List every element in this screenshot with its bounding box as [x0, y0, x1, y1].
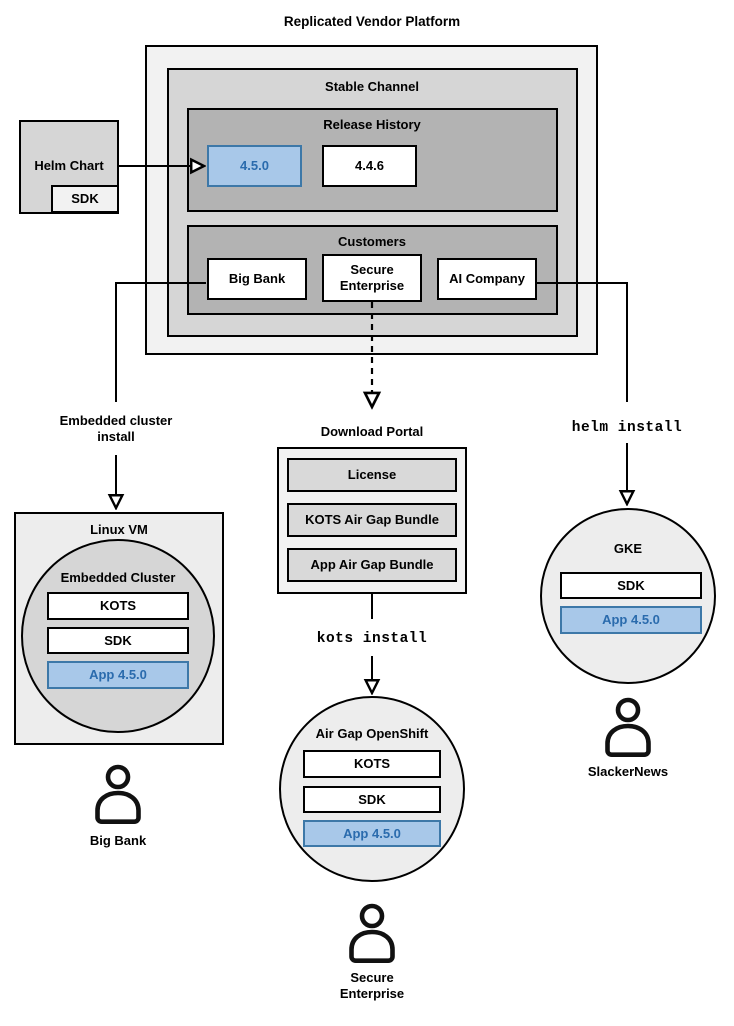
slackernews-user-label: SlackerNews — [587, 764, 669, 779]
gke-app-box: App 4.5.0 — [560, 606, 702, 634]
kots-airgap-bundle-box: KOTS Air Gap Bundle — [287, 503, 457, 537]
embedded-install-arrow-label: Embedded cluster install — [59, 413, 173, 445]
airgap-app-box: App 4.5.0 — [303, 820, 441, 847]
secure-enterprise-user-label: Secure Enterprise — [339, 970, 405, 1002]
airgap-kots-box: KOTS — [303, 750, 441, 778]
helm-chart-sdk-box: SDK — [51, 185, 119, 213]
release-previous-box: 4.4.6 — [322, 145, 417, 187]
download-portal-label: Download Portal — [320, 424, 424, 439]
gke-sdk-box: SDK — [560, 572, 702, 599]
kots-install-command-label: kots install — [316, 631, 428, 647]
slackernews-user-icon — [605, 697, 651, 757]
stable-channel-label: Stable Channel — [325, 79, 419, 94]
linux-vm-label: Linux VM — [90, 522, 148, 537]
license-box: License — [287, 458, 457, 492]
airgap-openshift-label: Air Gap OpenShift — [315, 726, 429, 741]
customer-secure-enterprise-box: Secure Enterprise — [322, 254, 422, 302]
embedded-kots-box: KOTS — [47, 592, 189, 620]
helm-chart-label: Helm Chart — [34, 158, 104, 173]
helm-install-command-label: helm install — [571, 420, 683, 436]
airgap-sdk-box: SDK — [303, 786, 441, 813]
embedded-sdk-box: SDK — [47, 627, 189, 654]
embedded-app-box: App 4.5.0 — [47, 661, 189, 689]
big-bank-user-label: Big Bank — [89, 833, 147, 848]
gke-label: GKE — [613, 541, 643, 556]
release-history-label: Release History — [323, 117, 421, 132]
embedded-cluster-label: Embedded Cluster — [60, 570, 176, 585]
customer-ai-company-box: AI Company — [437, 258, 537, 300]
diagram-title: Replicated Vendor Platform — [283, 14, 461, 29]
big-bank-user-icon — [95, 764, 141, 824]
secure-enterprise-user-icon — [349, 903, 395, 963]
customer-big-bank-box: Big Bank — [207, 258, 307, 300]
release-current-box: 4.5.0 — [207, 145, 302, 187]
customers-label: Customers — [338, 234, 406, 249]
app-airgap-bundle-box: App Air Gap Bundle — [287, 548, 457, 582]
